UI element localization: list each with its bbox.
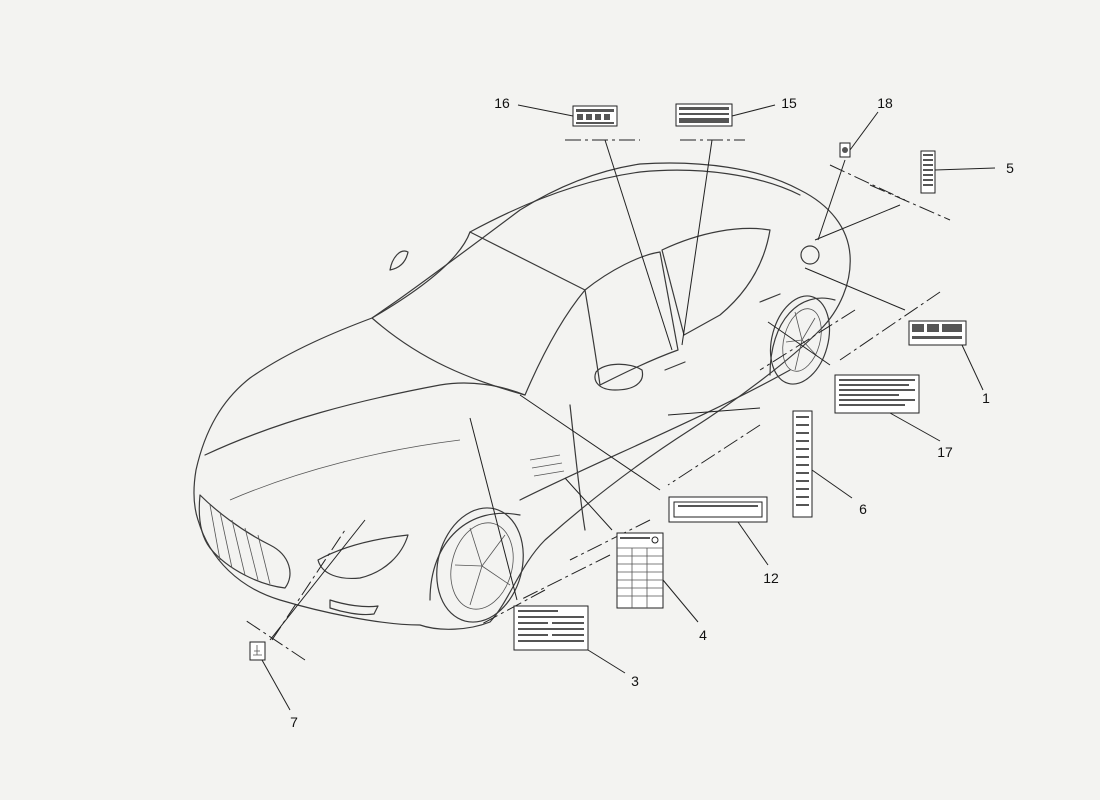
- hood-line: [204, 382, 526, 456]
- callout-3: 3: [631, 673, 639, 689]
- label-1-icon: [908, 320, 967, 346]
- callout-17: 17: [937, 444, 953, 460]
- rear-wheel-arch: [769, 297, 836, 376]
- antenna: [389, 250, 409, 271]
- callout-leaders: [261, 104, 996, 711]
- side-vents: [529, 454, 565, 477]
- label-15-icon: [675, 103, 733, 127]
- hood-crease: [229, 439, 461, 501]
- lower-intake: [329, 599, 379, 616]
- car-body: [193, 162, 851, 630]
- callout-15: 15: [781, 95, 797, 111]
- door-handle-front: [664, 361, 686, 371]
- callout-1: 1: [982, 390, 990, 406]
- label-4-icon: [616, 532, 664, 609]
- door-seam: [569, 404, 586, 531]
- label-3-icon: [513, 605, 589, 651]
- label-7-icon: [249, 641, 266, 661]
- callout-16: 16: [494, 95, 510, 111]
- rear-wheel: [769, 295, 831, 385]
- front-wheel-arch: [429, 512, 521, 601]
- side-window-front: [584, 251, 679, 386]
- fuel-flap: [800, 245, 820, 265]
- headlight: [317, 534, 409, 580]
- label-16-icon: [572, 105, 618, 127]
- side-window-rear: [661, 227, 771, 336]
- callout-12: 12: [763, 570, 779, 586]
- callout-5: 5: [1006, 160, 1014, 176]
- label-17-icon: [834, 374, 920, 414]
- label-18-icon: [839, 142, 851, 158]
- callout-6: 6: [859, 501, 867, 517]
- side-mirror: [594, 363, 644, 391]
- callout-numbers: 16 15 18 5 1 17 6 12 4 3 7: [290, 95, 1014, 730]
- sill-line: [519, 369, 791, 501]
- label-6-icon: [792, 410, 813, 518]
- callout-4: 4: [699, 627, 707, 643]
- callout-18: 18: [877, 95, 893, 111]
- label-5-icon: [920, 150, 936, 194]
- leader-lines: [244, 139, 951, 661]
- callout-7: 7: [290, 714, 298, 730]
- front-grille: [198, 494, 291, 589]
- windshield: [371, 231, 586, 396]
- car-outline: [193, 162, 851, 630]
- door-handle-rear: [759, 293, 781, 303]
- label-12-icon: [668, 496, 768, 523]
- roof-line: [469, 169, 801, 233]
- grille-bars: [209, 504, 271, 585]
